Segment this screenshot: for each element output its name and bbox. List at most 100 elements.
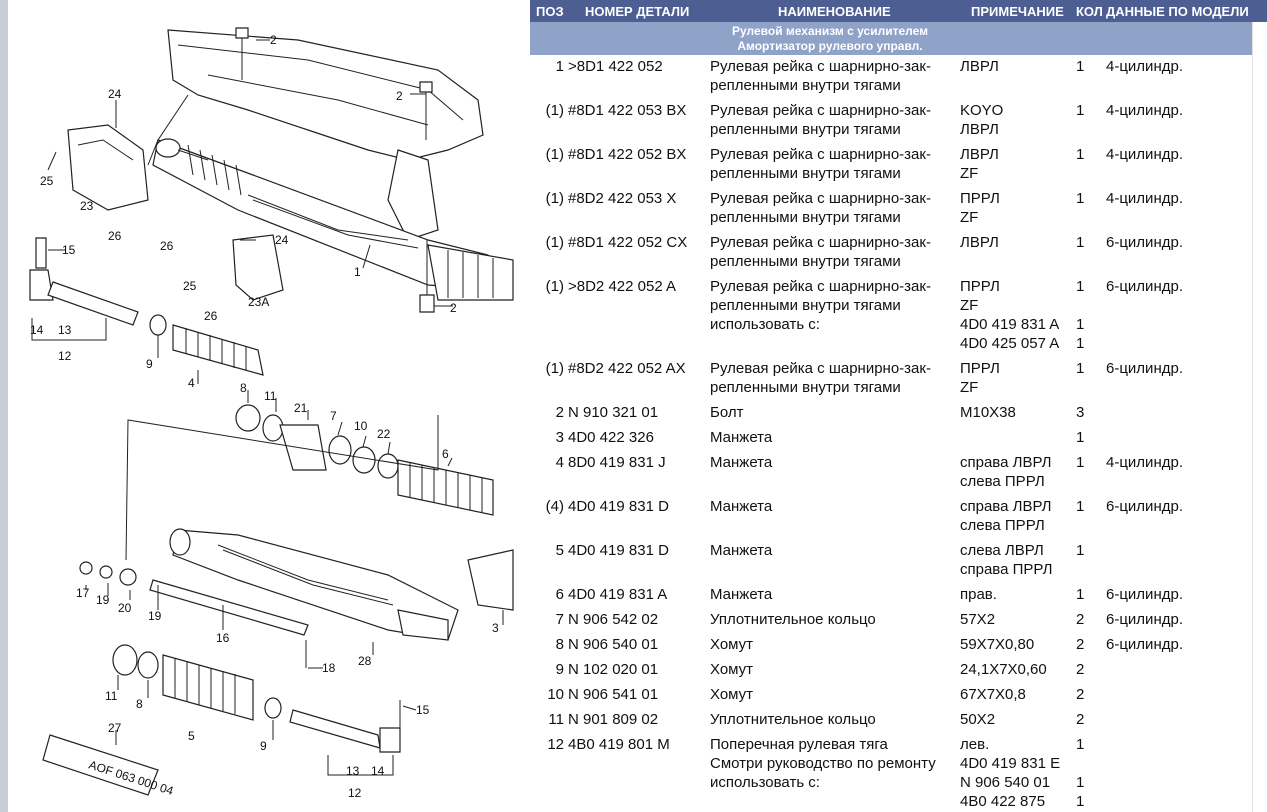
row-name-line: репленными внутри тягами xyxy=(710,253,901,270)
row-note-line: ZF xyxy=(960,209,979,226)
row-note-line: 4D0 419 831 E xyxy=(960,755,1061,772)
row-name-line: Хомут xyxy=(710,636,754,653)
svg-text:12: 12 xyxy=(58,349,72,363)
row-name-line: Манжета xyxy=(710,429,773,446)
boot-5-drawing xyxy=(162,654,254,721)
row-name-line: Рулевая рейка с шарнирно-зак- xyxy=(710,234,931,251)
tie-rod-16-drawing xyxy=(149,579,309,636)
row-qty: 1 xyxy=(1076,278,1085,295)
svg-text:2: 2 xyxy=(396,89,403,103)
row-note-line: лев. xyxy=(960,736,990,753)
svg-text:16: 16 xyxy=(216,631,230,645)
svg-text:9: 9 xyxy=(146,357,153,371)
row-note-line: ЛВРЛ xyxy=(960,121,999,138)
row-note-line: 24,1X7X0,60 xyxy=(960,661,1047,678)
svg-text:4: 4 xyxy=(188,376,195,390)
boot-3-drawing xyxy=(467,549,514,611)
row-position: (1) xyxy=(545,360,564,377)
svg-text:26: 26 xyxy=(108,229,122,243)
row-position: 11 xyxy=(548,711,564,728)
svg-text:1: 1 xyxy=(354,265,361,279)
svg-text:8: 8 xyxy=(136,697,143,711)
row-name-line: Рулевая рейка с шарнирно-зак- xyxy=(710,102,931,119)
svg-text:7: 7 xyxy=(330,409,337,423)
row-qty: 1 xyxy=(1076,793,1085,810)
col-qty-header[interactable]: КОЛ xyxy=(1076,4,1103,19)
row-note-line: ЛВРЛ xyxy=(960,234,999,251)
row-note-line: 4B0 422 875 xyxy=(960,793,1046,810)
row-name-line: репленными внутри тягами xyxy=(710,121,901,138)
row-part-number: N 102 020 01 xyxy=(568,661,659,678)
row-name-line: Поперечная рулевая тяга xyxy=(710,736,888,753)
row-name-line: использовать с: xyxy=(710,774,820,791)
row-note-line: ПРРЛ xyxy=(960,190,1000,207)
col-name-header[interactable]: НАИМЕНОВАНИЕ xyxy=(778,4,891,19)
svg-text:19: 19 xyxy=(96,593,110,607)
svg-text:2: 2 xyxy=(450,301,457,315)
row-note-line: 57X2 xyxy=(960,611,996,628)
col-pos-header[interactable]: ПОЗ xyxy=(536,4,564,19)
row-name-line: репленными внутри тягами xyxy=(710,209,901,226)
row-position: (1) xyxy=(545,146,564,163)
svg-text:23: 23 xyxy=(80,199,94,213)
row-position: (1) xyxy=(545,234,564,251)
exploded-diagram: AOF 063 000 04 2 2 24 25 23 26 26 24 25 … xyxy=(8,0,522,812)
svg-text:5: 5 xyxy=(188,729,195,743)
row-name-line: Рулевая рейка с шарнирно-зак- xyxy=(710,190,931,207)
row-part-number: N 901 809 02 xyxy=(568,711,659,728)
row-part-number: 4D0 419 831 A xyxy=(568,586,668,603)
row-qty: 1 xyxy=(1076,335,1085,352)
row-model-data: 4-цилиндр. xyxy=(1106,102,1183,119)
row-model-data: 6-цилиндр. xyxy=(1106,636,1183,653)
svg-text:11: 11 xyxy=(264,389,277,403)
row-part-number: #8D1 422 052 CX xyxy=(568,234,688,251)
row-qty: 3 xyxy=(1076,404,1085,421)
col-note-header[interactable]: ПРИМЕЧАНИЕ xyxy=(971,4,1064,19)
row-name-line: Рулевая рейка с шарнирно-зак- xyxy=(710,278,931,295)
row-qty: 1 xyxy=(1076,498,1085,515)
svg-text:17: 17 xyxy=(76,586,90,600)
row-name-line: Хомут xyxy=(710,686,754,703)
row-name-line: Уплотнительное кольцо xyxy=(710,611,876,628)
row-qty: 1 xyxy=(1076,429,1085,446)
row-model-data: 4-цилиндр. xyxy=(1106,146,1183,163)
row-note-line: слева ПРРЛ xyxy=(960,517,1045,534)
svg-text:6: 6 xyxy=(442,447,449,461)
subframe-drawing xyxy=(147,29,484,241)
row-qty: 1 xyxy=(1076,58,1085,75)
col-part-number-header[interactable]: НОМЕР ДЕТАЛИ xyxy=(585,4,690,19)
row-name-line: Хомут xyxy=(710,661,754,678)
row-note-line: 50X2 xyxy=(960,711,996,728)
row-position: (1) xyxy=(545,190,564,207)
row-qty: 1 xyxy=(1076,586,1085,603)
svg-text:26: 26 xyxy=(160,239,174,253)
svg-text:27: 27 xyxy=(108,721,122,735)
row-note-line: слева ПРРЛ xyxy=(960,473,1045,490)
svg-text:24: 24 xyxy=(275,233,289,247)
svg-text:19: 19 xyxy=(148,609,162,623)
row-note-line: N 906 540 01 xyxy=(960,774,1051,791)
row-part-number: >8D2 422 052 A xyxy=(568,278,677,295)
vertical-scrollbar[interactable] xyxy=(1252,22,1267,812)
callout-labels: 2 2 24 25 23 26 26 24 25 26 23A 1 2 15 1… xyxy=(30,33,499,800)
svg-text:24: 24 xyxy=(108,87,122,101)
row-note-line: M10X38 xyxy=(960,404,1016,421)
svg-text:21: 21 xyxy=(294,401,308,415)
svg-text:9: 9 xyxy=(260,739,267,753)
rack-assembly-middle-drawing xyxy=(169,528,459,641)
row-note-line: 4D0 425 057 A xyxy=(960,335,1060,352)
col-model-header[interactable]: ДАННЫЕ ПО МОДЕЛИ xyxy=(1106,4,1249,19)
row-qty: 1 xyxy=(1076,360,1085,377)
row-part-number: #8D2 422 052 AX xyxy=(568,360,686,377)
row-position: 4 xyxy=(555,454,564,471)
svg-text:13: 13 xyxy=(346,764,360,778)
svg-text:22: 22 xyxy=(377,427,391,441)
row-position: (1) xyxy=(545,102,564,119)
row-note-line: 67X7X0,8 xyxy=(960,686,1026,703)
grease-tube-drawing: AOF 063 000 04 xyxy=(42,734,175,798)
svg-text:12: 12 xyxy=(348,786,362,800)
row-note-line: справа ПРРЛ xyxy=(960,561,1053,578)
window-frame-left xyxy=(0,0,8,812)
row-position: (1) xyxy=(545,278,564,295)
svg-text:3: 3 xyxy=(492,621,499,635)
